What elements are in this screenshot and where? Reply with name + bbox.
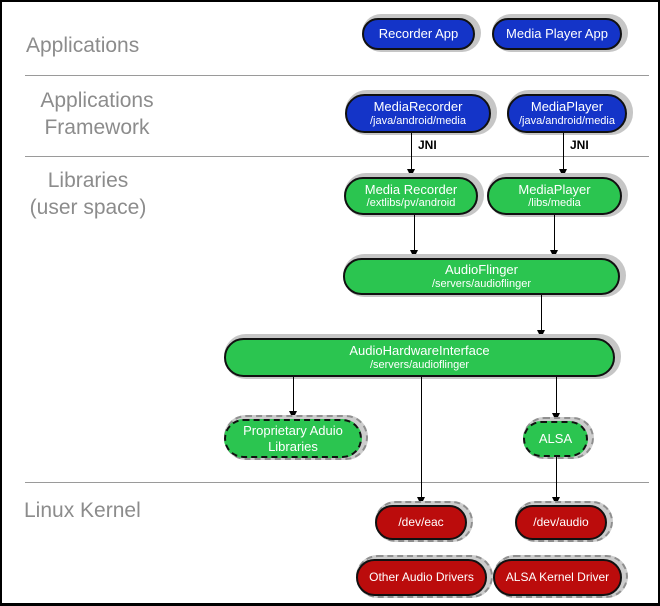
node-label: AudioFlinger bbox=[445, 262, 518, 278]
section-label-line2: Framework bbox=[44, 115, 150, 139]
arrow-line-jni-recorder bbox=[411, 133, 412, 169]
node-path: /java/android/media bbox=[369, 114, 466, 127]
section-label-applications-framework: Applications Framework bbox=[22, 88, 172, 142]
node-label: AudioHardwareInterface bbox=[349, 343, 490, 359]
node-alsa: ALSA bbox=[523, 417, 594, 459]
node-label: MediaPlayer bbox=[518, 181, 591, 197]
node-path: /libs/media bbox=[528, 197, 581, 210]
arrow-line bbox=[556, 457, 557, 497]
node-label: ALSA Kernel Driver bbox=[505, 570, 610, 585]
section-divider bbox=[25, 156, 649, 157]
arrow-line bbox=[293, 377, 294, 411]
section-label-line2: (user space) bbox=[29, 195, 147, 219]
arrow-line bbox=[554, 215, 555, 250]
node-mediaplayer-lib: MediaPlayer /libs/media bbox=[487, 173, 628, 217]
node-alsa-kernel-driver: ALSA Kernel Driver bbox=[493, 555, 628, 598]
node-other-audio-drivers: Other Audio Drivers bbox=[356, 555, 493, 598]
node-label: /dev/audio bbox=[533, 515, 589, 530]
node-label: MediaRecorder bbox=[373, 99, 463, 115]
section-label-line1: Applications bbox=[40, 89, 154, 112]
node-audioflinger: AudioFlinger /servers/audioflinger bbox=[343, 254, 626, 297]
section-divider bbox=[25, 482, 649, 483]
node-label: Recorder App bbox=[378, 26, 459, 42]
arrow-line-jni-player bbox=[563, 133, 564, 169]
node-label: ALSA bbox=[538, 431, 573, 447]
node-dev-audio: /dev/audio bbox=[515, 501, 613, 542]
jni-label: JNI bbox=[418, 138, 437, 152]
node-path: /java/android/media bbox=[518, 114, 615, 127]
node-path: /extlibs/pv/android bbox=[366, 197, 456, 210]
section-label-text: Linux Kernel bbox=[24, 499, 141, 522]
arrow-line bbox=[541, 295, 542, 330]
section-label-line1: Libraries bbox=[47, 169, 129, 192]
arrow-line bbox=[414, 215, 415, 250]
node-media-player-app: Media Player App bbox=[492, 14, 628, 52]
node-label: Media Recorder bbox=[364, 181, 458, 197]
node-mediaplayer-framework: MediaPlayer /java/android/media bbox=[507, 90, 633, 135]
section-label-linux-kernel: Linux Kernel bbox=[24, 498, 141, 525]
node-label: Other Audio Drivers bbox=[369, 570, 474, 585]
section-label-text: Applications bbox=[26, 34, 140, 57]
node-label: /dev/eac bbox=[398, 515, 444, 530]
node-proprietary-audio-libraries: Proprietary Aduio Libraries bbox=[224, 415, 368, 460]
node-recorder-app: Recorder App bbox=[362, 14, 481, 52]
node-media-recorder-lib: Media Recorder /extlibs/pv/android bbox=[344, 173, 484, 217]
node-path: /servers/audioflinger bbox=[431, 277, 532, 290]
node-path: /servers/audioflinger bbox=[369, 358, 470, 371]
node-dev-eac: /dev/eac bbox=[375, 501, 473, 542]
arrow-line-to-dev-eac bbox=[421, 377, 422, 497]
node-label-line2: Libraries bbox=[268, 438, 318, 454]
section-label-applications: Applications bbox=[26, 33, 139, 60]
node-label: Proprietary Aduio bbox=[243, 422, 343, 438]
node-label: MediaPlayer bbox=[530, 99, 604, 115]
arrow-line bbox=[556, 377, 557, 413]
section-label-libraries: Libraries (user space) bbox=[16, 168, 160, 222]
section-divider bbox=[25, 75, 649, 76]
node-audiohardwareinterface: AudioHardwareInterface /servers/audiofli… bbox=[224, 334, 621, 379]
node-label: Media Player App bbox=[506, 26, 608, 42]
jni-label: JNI bbox=[570, 138, 589, 152]
node-mediarecorder-framework: MediaRecorder /java/android/media bbox=[345, 90, 497, 135]
